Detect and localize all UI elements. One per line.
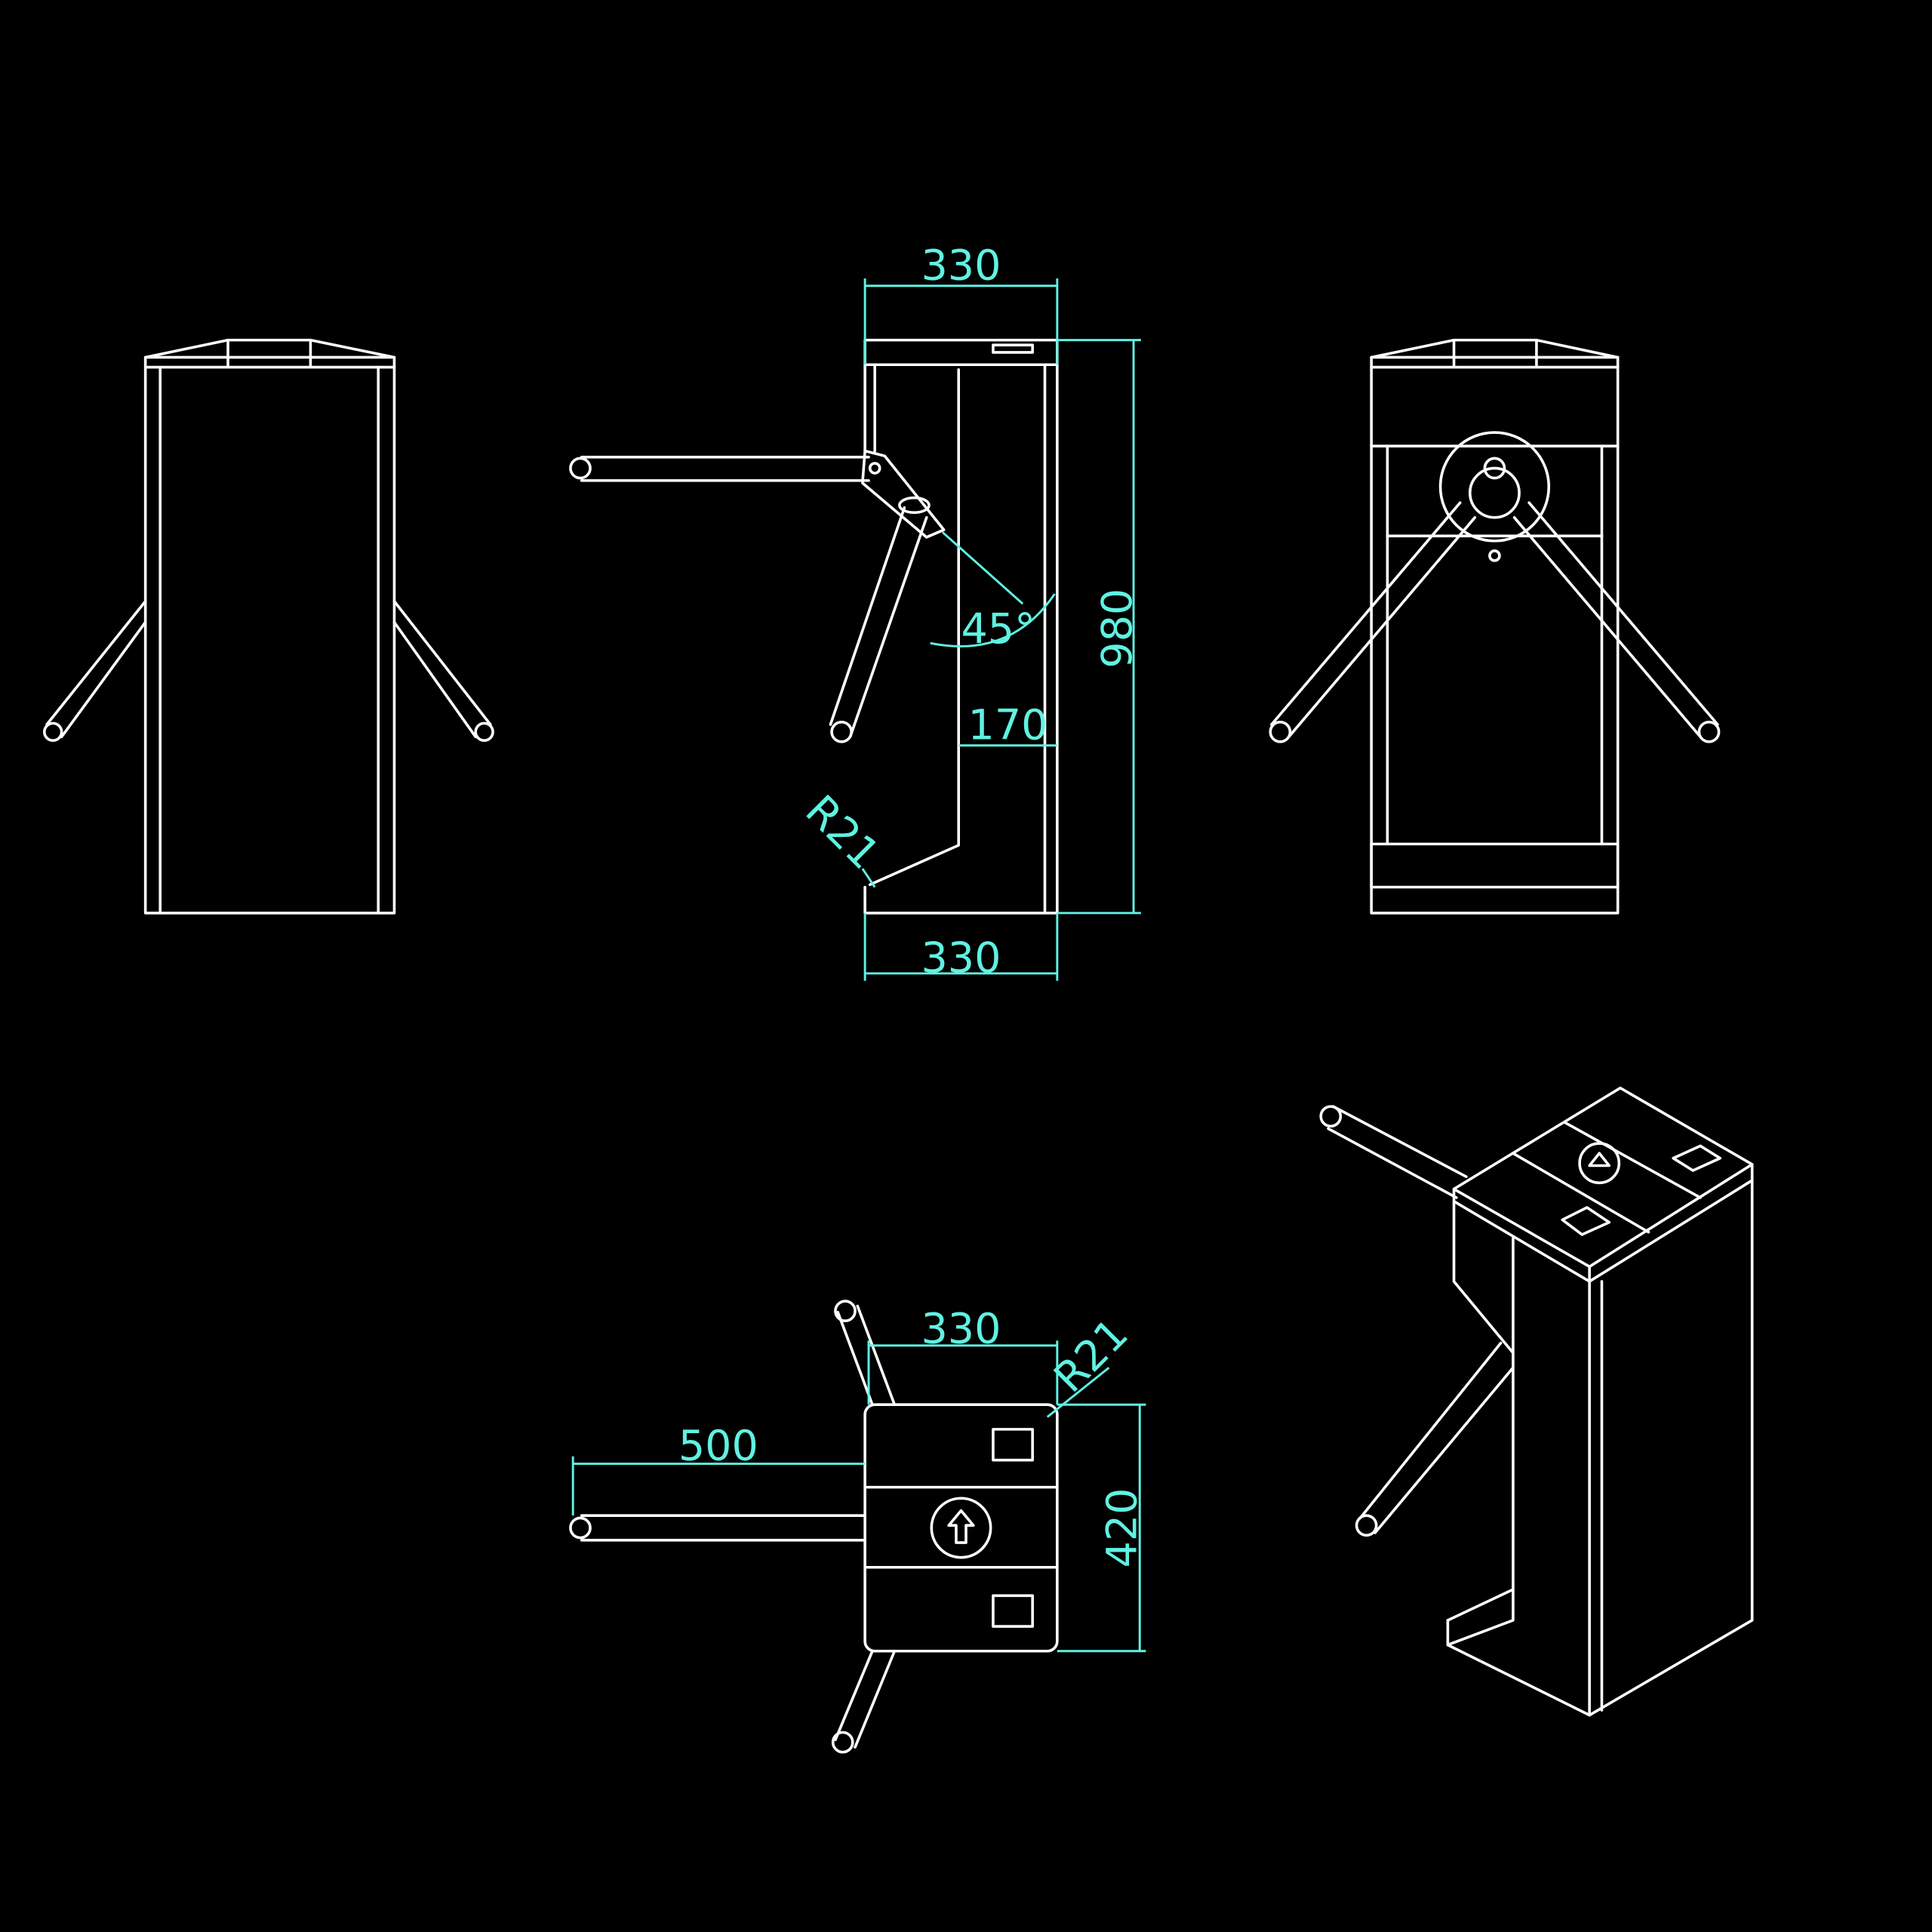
arm-left bbox=[1269, 501, 1477, 743]
dim-label: R21 bbox=[1044, 1309, 1137, 1402]
front-view bbox=[42, 338, 494, 915]
dim-label: 420 bbox=[1097, 1488, 1146, 1568]
arm-horizontal bbox=[569, 455, 870, 482]
dim-label: 330 bbox=[921, 934, 1001, 983]
arm-diagonal bbox=[829, 496, 931, 743]
dim-width: 330 bbox=[867, 1305, 1059, 1405]
dim-angle: 45° bbox=[930, 531, 1056, 654]
dim-bottom-width: 330 bbox=[863, 912, 1059, 983]
top-view: 330 R21 500 420 bbox=[569, 1300, 1146, 1754]
dim-top-width: 330 bbox=[863, 242, 1059, 365]
arm-lower bbox=[1355, 1341, 1515, 1537]
dim-arm-length: 500 bbox=[571, 1422, 866, 1516]
arm-right bbox=[1512, 501, 1721, 743]
dim-label: R21 bbox=[796, 786, 889, 878]
arm-up bbox=[834, 1300, 897, 1407]
dim-label: 980 bbox=[1093, 589, 1142, 669]
arm-right bbox=[392, 599, 494, 743]
dim-depth: 420 bbox=[1057, 1403, 1146, 1653]
back-view bbox=[1269, 338, 1721, 915]
dim-base-offset: 170 bbox=[958, 701, 1057, 750]
dim-label: 330 bbox=[921, 1305, 1001, 1354]
dim-label: 330 bbox=[921, 242, 1001, 291]
arm-horizontal bbox=[569, 1514, 866, 1542]
dim-height: 980 bbox=[1057, 339, 1142, 915]
arrow-up-icon bbox=[930, 1497, 992, 1559]
dim-label: 500 bbox=[678, 1422, 758, 1471]
arm-left bbox=[42, 599, 147, 743]
card-reader-icon bbox=[992, 1428, 1034, 1462]
dim-radius: R21 bbox=[1044, 1309, 1138, 1418]
dim-label: 170 bbox=[968, 701, 1048, 750]
dim-label: 45° bbox=[961, 605, 1035, 654]
arm-down bbox=[831, 1649, 897, 1754]
arm-upper bbox=[1319, 1105, 1468, 1199]
side-view: 330 980 45° 170 R21 330 bbox=[569, 242, 1142, 983]
isometric-view bbox=[1319, 1086, 1754, 1717]
dim-radius: R21 bbox=[796, 786, 889, 888]
card-reader-icon bbox=[992, 1594, 1034, 1628]
